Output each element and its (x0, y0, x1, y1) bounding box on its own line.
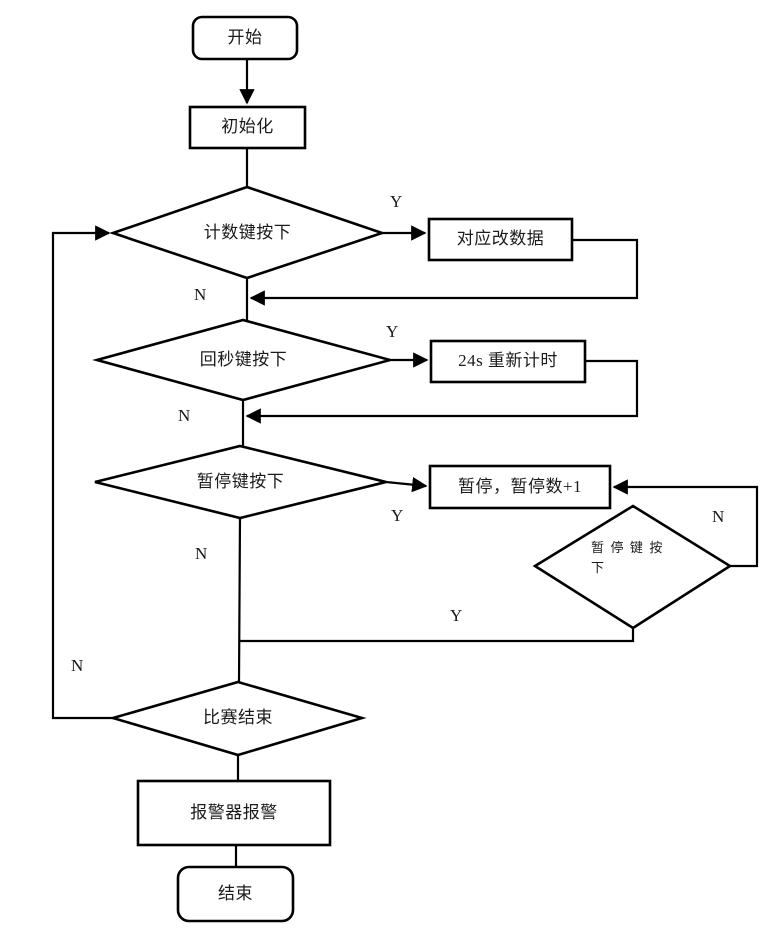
edge-recount-feedback (245, 359, 639, 424)
alarm-shape (136, 779, 332, 847)
pause-action-shape (428, 464, 612, 510)
pause-key-shape (94, 444, 387, 520)
edge-label-pause2-yes: Y (450, 606, 463, 625)
edge-pause2-no (612, 479, 759, 568)
edge-label-second-no: N (178, 406, 191, 425)
count-key-shape (108, 185, 387, 280)
edge-label-pause-no: N (195, 544, 208, 563)
edge-pause2-yes (239, 628, 635, 643)
edge-pause-no (237, 517, 242, 683)
edge-label-gameover-no: N (71, 656, 84, 675)
change-data-shape (427, 217, 574, 262)
edge-gameover-no (51, 225, 113, 720)
edge-label-count-yes: Y (390, 192, 403, 211)
edge-change-data-feedback (249, 238, 639, 306)
edge-label-pause-yes: Y (391, 506, 404, 525)
start-shape (191, 15, 299, 61)
second-key-shape (92, 318, 395, 402)
end-shape (176, 865, 295, 923)
edge-label-second-yes: Y (386, 322, 399, 341)
pause-key2-shape (532, 504, 733, 630)
edge-pause-yes (385, 476, 428, 493)
edge-label-pause2-no: N (712, 507, 725, 526)
init-shape (188, 105, 307, 150)
game-over-shape (108, 680, 367, 757)
edge-label-count-no: N (194, 285, 207, 304)
recount-24s-shape (429, 339, 587, 384)
